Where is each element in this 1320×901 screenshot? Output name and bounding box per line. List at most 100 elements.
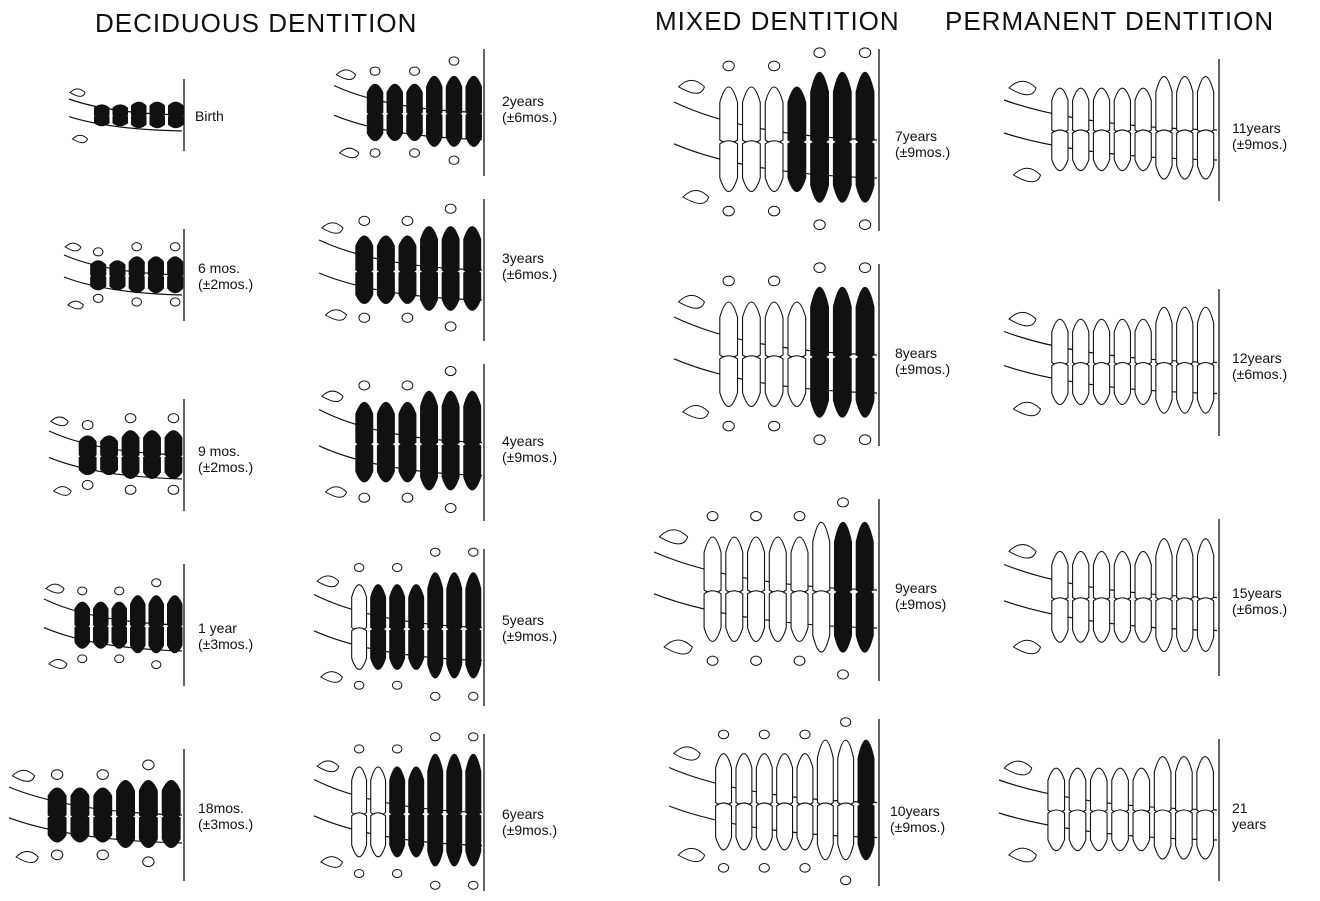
lower-tooth	[741, 355, 761, 408]
upper-tooth	[376, 235, 395, 274]
dentition-figure-10years	[665, 715, 885, 890]
upper-tooth	[832, 71, 852, 144]
upper-tooth	[1113, 318, 1132, 367]
developing-tooth	[858, 219, 872, 231]
developing-tooth	[142, 856, 155, 868]
developing-tooth	[468, 732, 479, 742]
lower-tooth	[465, 627, 482, 679]
stage-label-4years: 4years (±9mos.)	[502, 433, 557, 465]
upper-tooth	[116, 780, 136, 819]
age-text: 8years	[895, 345, 938, 361]
lower-tooth	[1072, 362, 1090, 406]
dentition-figure-12years	[1000, 285, 1225, 440]
age-text: 15years	[1232, 585, 1282, 601]
lower-tooth	[389, 812, 406, 858]
stage-label-5years: 5years (±9mos.)	[502, 612, 557, 644]
age-text: 9 mos.	[198, 443, 241, 459]
lower-tooth	[420, 269, 439, 311]
lower-tooth	[366, 111, 384, 142]
lower-tooth	[719, 140, 739, 193]
dentition-sketch	[333, 49, 485, 176]
molar-outline	[1008, 311, 1037, 327]
molar-outline	[1003, 760, 1033, 776]
lower-tooth	[764, 140, 784, 193]
stage-label-7years: 7years (±9mos.)	[895, 128, 950, 160]
dentition-sketch	[313, 732, 485, 891]
upper-tooth	[787, 86, 807, 144]
developing-tooth	[169, 297, 181, 307]
lower-tooth	[167, 273, 184, 294]
molar-outline	[15, 850, 39, 864]
upper-tooth	[93, 787, 113, 819]
lower-tooth	[1111, 809, 1129, 852]
dentition-figure-4years	[315, 360, 490, 525]
upper-tooth	[855, 71, 875, 144]
lower-tooth	[441, 269, 460, 311]
range-text: (±3mos.)	[198, 816, 254, 832]
lower-tooth	[161, 814, 181, 848]
lower-tooth	[355, 269, 374, 305]
lower-tooth	[787, 355, 807, 408]
range-text: (±2mos.)	[198, 459, 254, 475]
developing-tooth	[391, 680, 403, 690]
developing-tooth	[767, 420, 781, 432]
age-text: 1 year	[198, 620, 237, 636]
lower-tooth	[1134, 597, 1152, 643]
developing-tooth	[448, 155, 460, 165]
upper-tooth	[47, 787, 67, 819]
dentition-figure-6years	[310, 730, 490, 895]
lower-tooth	[465, 111, 482, 147]
upper-tooth	[1051, 87, 1069, 134]
range-text: (±6mos.)	[1232, 601, 1288, 617]
dentition-sketch	[653, 497, 880, 681]
upper-tooth	[776, 753, 794, 807]
developing-tooth	[391, 744, 403, 754]
lower-tooth	[465, 812, 482, 867]
molar-outline	[672, 746, 701, 761]
stage-label-18mos: 18mos. (±3mos.)	[198, 800, 253, 832]
stage-label-6mos: 6 mos. (±2mos.)	[198, 260, 253, 292]
developing-tooth	[358, 312, 371, 323]
lower-tooth	[128, 273, 145, 294]
developing-tooth	[50, 769, 64, 780]
molar-outline	[682, 190, 710, 204]
lower-tooth	[837, 802, 855, 861]
upper-tooth	[1092, 318, 1111, 367]
dentition-sketch	[673, 47, 880, 231]
lower-tooth	[719, 355, 739, 408]
lower-tooth	[833, 590, 853, 653]
developing-tooth	[124, 413, 137, 424]
upper-tooth	[427, 572, 444, 632]
upper-tooth	[715, 753, 733, 807]
upper-tooth	[1134, 550, 1152, 602]
upper-tooth	[366, 83, 384, 117]
developing-tooth	[77, 586, 88, 596]
dentition-sketch	[318, 364, 485, 521]
upper-tooth	[389, 584, 406, 632]
stage-label-9years: 9years (±9mos)	[895, 580, 946, 612]
upper-tooth	[1092, 550, 1111, 602]
upper-tooth	[812, 521, 831, 594]
lower-tooth	[715, 802, 733, 851]
developing-tooth	[799, 862, 811, 873]
developing-tooth	[837, 669, 849, 680]
molar-outline	[69, 88, 86, 97]
upper-tooth	[446, 753, 463, 817]
upper-tooth	[465, 75, 482, 117]
lower-tooth	[703, 590, 722, 643]
developing-tooth	[142, 759, 155, 771]
dentition-sketch	[668, 717, 880, 886]
developing-tooth	[813, 262, 826, 273]
lower-tooth	[1092, 362, 1111, 406]
developing-tooth	[358, 380, 371, 391]
dentition-sketch	[318, 199, 485, 341]
upper-tooth	[1051, 318, 1069, 367]
lower-tooth	[1155, 362, 1173, 414]
developing-tooth	[124, 484, 137, 495]
developing-tooth	[429, 691, 441, 701]
developing-tooth	[81, 419, 94, 431]
upper-tooth	[810, 286, 829, 359]
upper-tooth	[465, 753, 482, 817]
dentition-sketch	[43, 564, 185, 686]
lower-tooth	[446, 627, 463, 679]
